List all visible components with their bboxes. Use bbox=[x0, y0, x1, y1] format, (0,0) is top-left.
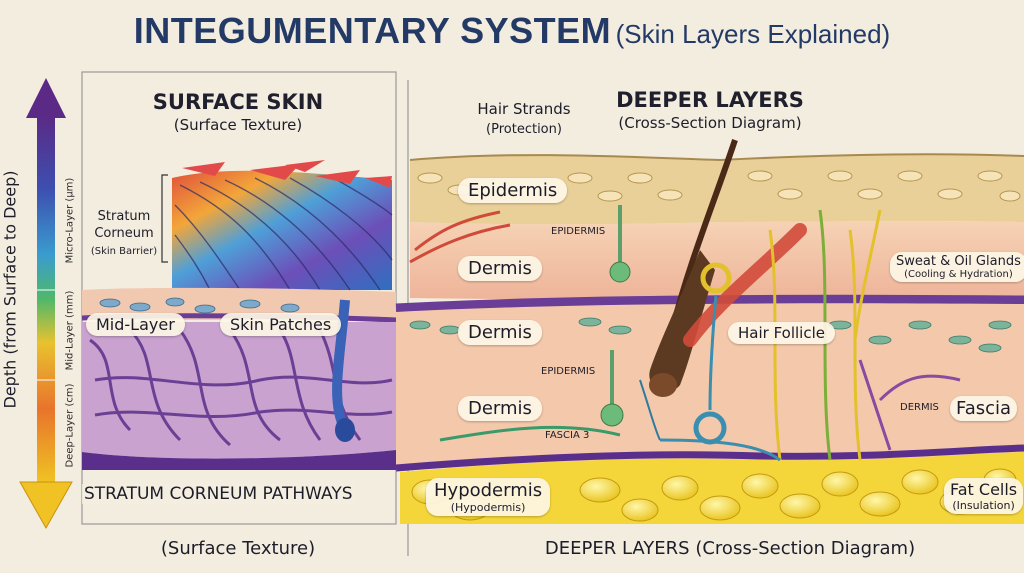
glands bbox=[600, 205, 732, 445]
stratum-corneum-label: Stratum Corneum bbox=[94, 209, 154, 241]
pathways-label: STRATUM CORNEUM PATHWAYS bbox=[82, 484, 355, 504]
hypodermis-sub: (Hypodermis) bbox=[450, 501, 526, 514]
fat-cells-label: Fat Cells (Insulation) bbox=[944, 478, 1024, 514]
dermis-label-1: Dermis bbox=[458, 256, 542, 281]
title-paren: (Skin Layers Explained) bbox=[615, 19, 891, 49]
hypodermis-title: Hypodermis bbox=[434, 480, 543, 501]
depth-segment-micro: Micro-Layer (µm) bbox=[64, 177, 76, 264]
deep-subheading: (Cross-Section Diagram) bbox=[618, 114, 802, 132]
arrector-muscle bbox=[683, 223, 807, 347]
surface-subheading: (Surface Texture) bbox=[173, 116, 303, 134]
depth-arrow bbox=[19, 78, 73, 530]
dermis-small: DERMIS bbox=[900, 402, 939, 413]
vessels bbox=[409, 209, 961, 462]
depth-segment-deep: Deep-Layer (cm) bbox=[64, 383, 76, 468]
surface-heading: SURFACE SKIN bbox=[152, 90, 324, 114]
hair-follicle-label: Hair Follicle bbox=[728, 322, 835, 344]
depth-axis-label: Depth (from Surface to Deep) bbox=[0, 170, 20, 409]
depth-segment-mid: Mid-Layer (mm) bbox=[64, 290, 76, 371]
surface-footer: (Surface Texture) bbox=[160, 538, 316, 559]
upper-dermis-layer bbox=[410, 221, 1024, 301]
hair-strands-label: Hair Strands bbox=[477, 100, 571, 118]
epidermis-small-2: EPIDERMIS bbox=[541, 366, 596, 377]
deep-footer: DEEPER LAYERS (Cross-Section Diagram) bbox=[544, 538, 916, 559]
dermis-label-3: Dermis bbox=[458, 396, 542, 421]
basement-membrane bbox=[395, 294, 1024, 313]
sweat-glands-title: Sweat & Oil Glands bbox=[896, 254, 1021, 269]
sweat-glands-sub: (Cooling & Hydration) bbox=[904, 269, 1013, 280]
skin-patches-label: Skin Patches bbox=[220, 313, 342, 336]
mid-layer-label: Mid-Layer bbox=[86, 313, 185, 336]
fat-cells-title: Fat Cells bbox=[950, 480, 1018, 499]
hair-follicle bbox=[639, 139, 738, 441]
stratum-corneum-sub: (Skin Barrier) bbox=[90, 246, 158, 257]
fascia-label: Fascia bbox=[950, 396, 1018, 421]
epidermis-label: Epidermis bbox=[458, 178, 568, 203]
title-main: INTEGUMENTARY SYSTEM bbox=[133, 10, 612, 51]
fascia-small: FASCIA 3 bbox=[545, 430, 590, 441]
stratum-corneum-texture bbox=[161, 160, 393, 291]
fat-cells-sub: (Insulation) bbox=[952, 499, 1015, 512]
dermis-label-2: Dermis bbox=[458, 320, 542, 345]
hypodermis-label: Hypodermis (Hypodermis) bbox=[426, 478, 551, 516]
deep-heading: DEEPER LAYERS bbox=[616, 88, 804, 112]
page-title: INTEGUMENTARY SYSTEM (Skin Layers Explai… bbox=[0, 10, 1024, 52]
pathway-network bbox=[82, 299, 396, 470]
sweat-glands-label: Sweat & Oil Glands (Cooling & Hydration) bbox=[890, 252, 1024, 282]
epidermis-small-1: EPIDERMIS bbox=[551, 226, 606, 237]
hair-strands-sub: (Protection) bbox=[486, 122, 562, 137]
